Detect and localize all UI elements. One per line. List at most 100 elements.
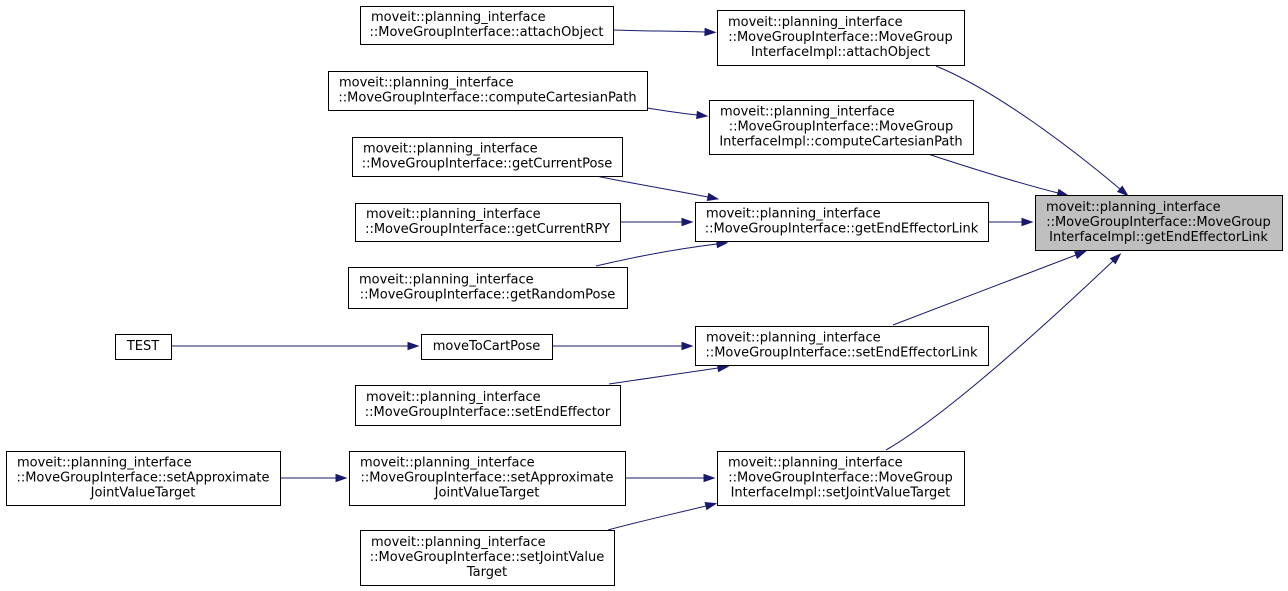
node-label-line: moveit::planning_interface (17, 456, 192, 471)
edge-n_setlink-to-n_root (892, 250, 1087, 326)
arrowhead-icon (1109, 253, 1122, 265)
node-box (355, 385, 621, 426)
edge-line (608, 367, 719, 385)
edge-n_randpose-to-n_getlink (595, 239, 729, 267)
node-label-line: moveToCartPose (433, 339, 541, 354)
edge-line (607, 505, 707, 531)
node-box (352, 137, 623, 177)
node-label-line: ::MoveGroupInterface::setEndEffectorLink (705, 346, 978, 361)
arrowhead-icon (704, 502, 718, 511)
edge-line (935, 65, 1121, 190)
node-box (349, 451, 626, 506)
arrowhead-icon (703, 473, 716, 483)
caller-node[interactable]: moveit::planning_interface::MoveGroupInt… (349, 451, 626, 506)
edge-n_test-to-n_movetocart (171, 341, 420, 351)
node-box (355, 203, 621, 242)
edge-n_getlink-to-n_root (988, 217, 1034, 227)
edge-line (612, 29, 706, 33)
root-node[interactable]: moveit::planning_interface::MoveGroupInt… (1035, 195, 1283, 251)
node-label-line: Target (466, 565, 507, 580)
node-box (328, 71, 648, 111)
caller-node[interactable]: moveit::planning_interface::MoveGroupInt… (328, 71, 648, 111)
arrowhead-icon (1074, 250, 1087, 260)
arrowhead-icon (681, 341, 694, 351)
edge-n_getrpy-to-n_getlink (620, 217, 694, 227)
node-box (348, 267, 628, 309)
node-label-line: moveit::planning_interface (359, 273, 534, 288)
edges-layer (171, 27, 1129, 531)
edge-line (892, 254, 1077, 326)
node-box (421, 334, 553, 360)
arrowhead-icon (681, 217, 694, 227)
node-box (695, 326, 989, 366)
node-label-line: moveit::planning_interface (706, 207, 881, 222)
caller-node[interactable]: moveit::planning_interface::MoveGroupInt… (348, 267, 628, 309)
node-label-line: moveit::planning_interface (366, 390, 541, 405)
caller-node[interactable]: moveit::planning_interface::MoveGroupInt… (695, 202, 989, 242)
arrowhead-icon (335, 473, 348, 483)
node-box (717, 10, 965, 66)
caller-node[interactable]: moveit::planning_interface::MoveGroupInt… (717, 10, 965, 66)
node-box (1035, 195, 1283, 251)
node-label-line: TEST (126, 339, 159, 354)
caller-node[interactable]: moveit::planning_interface::MoveGroupInt… (352, 137, 623, 177)
caller-node[interactable]: moveit::planning_interface::MoveGroupInt… (360, 530, 615, 586)
node-label-line: ::MoveGroupInterface::getCurrentPose (362, 157, 612, 172)
edge-n_approx1-to-n_approx2 (280, 473, 348, 483)
node-label-line: InterfaceImpl::getEndEffectorLink (1049, 230, 1268, 245)
arrowhead-icon (407, 341, 420, 351)
nodes-layer: moveit::planning_interface::MoveGroupInt… (6, 6, 1283, 586)
caller-node[interactable]: TEST (115, 334, 172, 360)
arrowhead-icon (704, 27, 717, 37)
node-box (6, 451, 281, 506)
edge-n_impl_joint-to-n_root (885, 253, 1122, 451)
node-label-line: ::MoveGroupInterface::getEndEffectorLink (705, 222, 979, 237)
edge-n_impl_cart-to-n_root (927, 153, 1070, 197)
node-box (695, 202, 989, 242)
node-label-line: JointValueTarget (90, 486, 196, 501)
node-label-line: ::MoveGroupInterface::computeCartesianPa… (338, 91, 636, 106)
caller-node[interactable]: moveit::planning_interface::MoveGroupInt… (355, 203, 621, 242)
node-label-line: ::MoveGroupInterface::attachObject (369, 25, 603, 40)
node-label-line: ::MoveGroupInterface::getCurrentRPY (365, 222, 610, 237)
edge-line (885, 260, 1114, 451)
node-label-line: ::MoveGroupInterface::MoveGroup (728, 30, 953, 45)
edge-line (646, 107, 698, 116)
edge-n_setjoint-to-n_impl_joint (607, 502, 718, 531)
node-label-line: InterfaceImpl::computeCartesianPath (719, 135, 962, 150)
edge-n_movetocart-to-n_setlink (552, 341, 694, 351)
node-label-line: moveit::planning_interface (728, 15, 903, 30)
arrowhead-icon (706, 192, 720, 202)
edge-n_seteff-to-n_setlink (608, 363, 730, 385)
caller-node[interactable]: moveit::planning_interface::MoveGroupInt… (355, 385, 621, 426)
node-label-line: ::MoveGroupInterface::MoveGroup (728, 471, 953, 486)
arrowhead-icon (1021, 217, 1034, 227)
node-label-line: ::MoveGroupInterface::setEndEffector (365, 405, 611, 420)
caller-node[interactable]: moveit::planning_interface::MoveGroupInt… (717, 451, 965, 506)
caller-node[interactable]: moveit::planning_interface::MoveGroupInt… (6, 451, 281, 506)
edge-n_cart-to-n_impl_cart (646, 107, 709, 120)
node-label-line: InterfaceImpl::attachObject (751, 45, 930, 60)
node-box (717, 451, 965, 506)
caller-node[interactable]: moveit::planning_interface::MoveGroupInt… (695, 326, 989, 366)
node-label-line: JointValueTarget (434, 486, 540, 501)
node-label-line: moveit::planning_interface (1046, 200, 1221, 215)
edge-line (927, 153, 1059, 194)
node-label-line: ::MoveGroupInterface::getRandomPose (360, 288, 615, 303)
node-label-line: ::MoveGroupInterface::MoveGroup (1046, 215, 1271, 230)
node-label-line: ::MoveGroupInterface::setJointValue (370, 550, 604, 565)
node-label-line: moveit::planning_interface (360, 456, 535, 471)
caller-node[interactable]: moveToCartPose (421, 334, 553, 360)
edge-line (595, 175, 709, 198)
edge-n_attach-to-n_impl_attach (612, 27, 717, 37)
edge-n_impl_attach-to-n_root (935, 65, 1129, 197)
node-label-line: moveit::planning_interface (728, 456, 903, 471)
node-label-line: ::MoveGroupInterface::setApproximate (16, 471, 269, 486)
node-label-line: moveit::planning_interface (339, 76, 514, 91)
caller-node[interactable]: moveit::planning_interface::MoveGroupInt… (709, 100, 974, 155)
edge-n_getpose-to-n_getlink (595, 175, 720, 202)
caller-node[interactable]: moveit::planning_interface::MoveGroupInt… (360, 6, 614, 45)
node-label-line: moveit::planning_interface (706, 331, 881, 346)
node-box (360, 530, 615, 586)
